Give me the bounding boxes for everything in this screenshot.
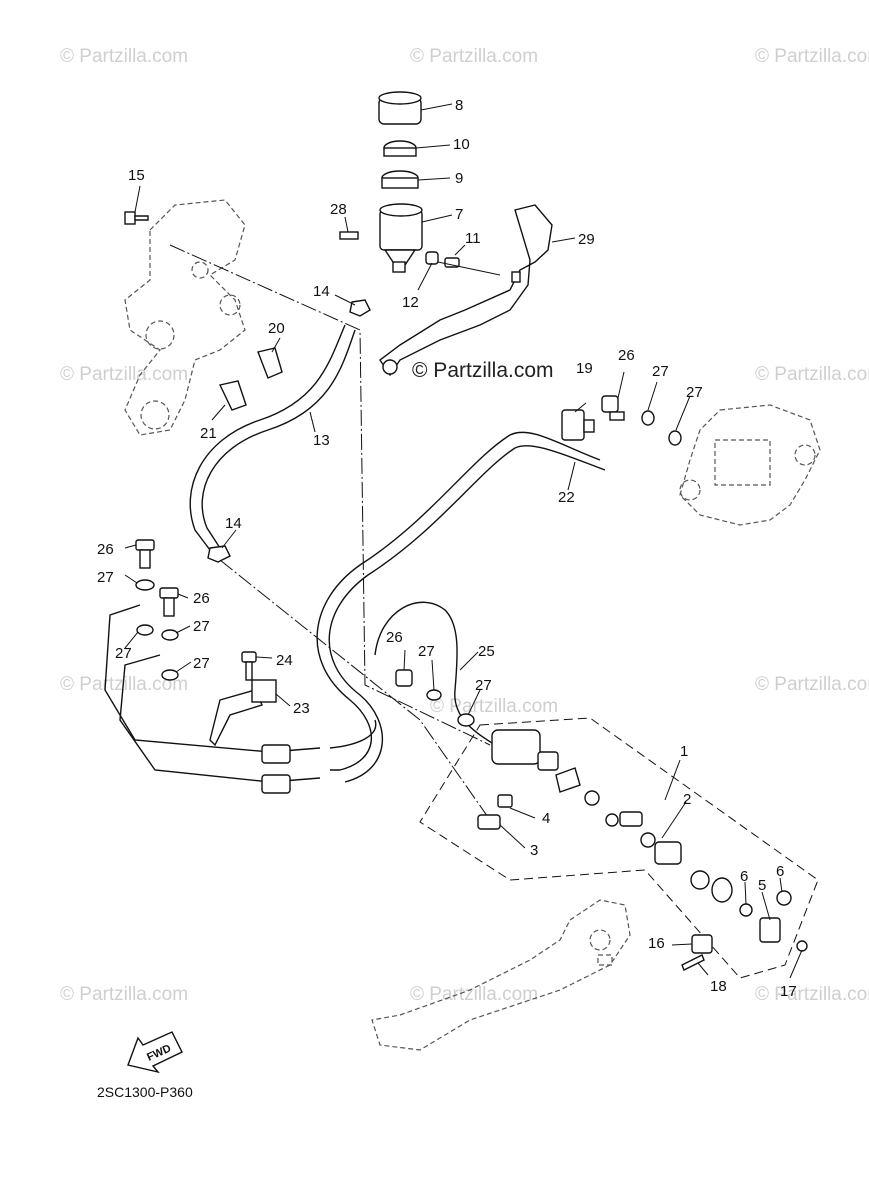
bolt-24 <box>241 651 257 663</box>
union-bolt-26b <box>159 587 179 599</box>
callout-27: 27 <box>418 643 435 660</box>
callout-15: 15 <box>128 167 145 184</box>
callout-27: 27 <box>686 384 703 401</box>
brake-hose-rear <box>316 431 601 771</box>
callout-4: 4 <box>542 810 550 827</box>
watermark: © Partzilla.com <box>430 696 558 717</box>
callout-6: 6 <box>776 863 784 880</box>
watermark: © Partzilla.com <box>60 984 188 1005</box>
callout-29: 29 <box>578 231 595 248</box>
callout-14: 14 <box>313 283 330 300</box>
master-cylinder-outline <box>419 717 819 979</box>
union-bolt-26c <box>395 669 413 687</box>
callout-19: 19 <box>576 360 593 377</box>
watermark: © Partzilla.com <box>410 984 538 1005</box>
callout-labels: 1 2 3 4 5 6 6 7 8 9 10 11 12 13 14 14 15… <box>97 97 797 1000</box>
callout-27: 27 <box>97 569 114 586</box>
callout-16: 16 <box>648 935 665 952</box>
callout-26: 26 <box>97 541 114 558</box>
callout-27: 27 <box>652 363 669 380</box>
brake-hose-25 <box>374 601 496 746</box>
callout-13: 13 <box>313 432 330 449</box>
callout-10: 10 <box>453 136 470 153</box>
callout-27: 27 <box>193 655 210 672</box>
hose-clip-upper <box>349 299 371 317</box>
hose-clamp-20 <box>257 347 283 379</box>
leader-lines <box>124 103 803 979</box>
callout-18: 18 <box>710 978 727 995</box>
callout-20: 20 <box>268 320 285 337</box>
hose-clip-lower <box>207 545 231 563</box>
watermark: © Partzilla.com <box>60 674 188 695</box>
callout-3: 3 <box>530 842 538 859</box>
callout-14: 14 <box>225 515 242 532</box>
watermark-center: © Partzilla.com <box>412 359 554 382</box>
watermark-layer: © Partzilla.com © Partzilla.com © Partzi… <box>60 46 869 1005</box>
watermark: © Partzilla.com <box>60 364 188 385</box>
watermark: © Partzilla.com <box>755 674 869 695</box>
reservoir-hose <box>189 324 346 551</box>
union-bolt-26a <box>135 539 155 551</box>
callout-26: 26 <box>193 590 210 607</box>
fwd-arrow-icon: FWD <box>127 1031 183 1074</box>
callout-2: 2 <box>683 791 691 808</box>
watermark: © Partzilla.com <box>755 46 869 67</box>
callout-25: 25 <box>478 643 495 660</box>
callout-28: 28 <box>330 201 347 218</box>
callout-23: 23 <box>293 700 310 717</box>
master-cylinder-assembly <box>477 729 808 971</box>
brake-pedal <box>371 899 631 1051</box>
brake-caliper <box>679 404 821 526</box>
callout-6: 6 <box>740 868 748 885</box>
callout-11: 11 <box>465 230 481 247</box>
reservoir-bracket <box>379 204 553 377</box>
hose-clamp-21 <box>218 380 247 411</box>
callout-9: 9 <box>455 170 463 187</box>
watermark: © Partzilla.com <box>755 364 869 385</box>
watermark: © Partzilla.com <box>60 46 188 67</box>
hose-fitting-19 <box>561 409 585 441</box>
watermark: © Partzilla.com <box>410 46 538 67</box>
reservoir-assembly <box>339 91 423 273</box>
bolt-15 <box>124 211 136 225</box>
frame-bracket <box>124 199 246 436</box>
callout-5: 5 <box>758 877 766 894</box>
callout-27: 27 <box>115 645 132 662</box>
diagram-code: 2SC1300-P360 <box>97 1084 193 1100</box>
callout-26: 26 <box>618 347 635 364</box>
callout-27: 27 <box>475 677 492 694</box>
callout-8: 8 <box>455 97 463 114</box>
callout-12: 12 <box>402 294 419 311</box>
watermark: © Partzilla.com <box>755 984 869 1005</box>
callout-24: 24 <box>276 652 293 669</box>
callout-21: 21 <box>200 425 217 442</box>
callout-1: 1 <box>680 743 688 760</box>
callout-7: 7 <box>455 206 463 223</box>
callout-26: 26 <box>386 629 403 646</box>
callout-17: 17 <box>780 983 797 1000</box>
callout-22: 22 <box>558 489 575 506</box>
callout-27: 27 <box>193 618 210 635</box>
